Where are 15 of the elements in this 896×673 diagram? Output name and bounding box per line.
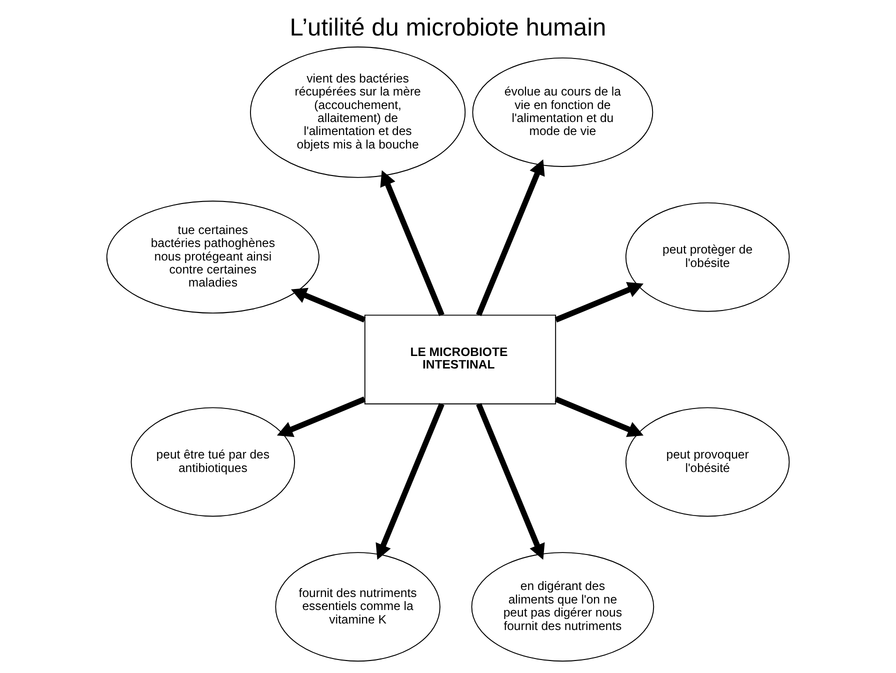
node-ellipse: en digérant des aliments que l'on ne peut pas digérer nous fournit des nutriments [471, 552, 654, 662]
arrow [380, 170, 444, 316]
arrow [554, 396, 644, 438]
arrow [276, 396, 366, 438]
node-ellipse: tue certaines bactéries pathoghènes nous protégeant ainsi contre certaines maladies [106, 200, 320, 314]
arrow [476, 402, 545, 560]
node-ellipse: évolue au cours de la vie en fonction de l'alimentation et du mode de vie [472, 57, 654, 167]
node-box: LE MICROBIOTE INTESTINAL [364, 314, 556, 404]
node-ellipse: fournit des nutriments essentiels comme la vitamine K [275, 552, 440, 662]
diagram-title: L’utilité du microbiote humain [290, 14, 606, 42]
arrow [376, 402, 444, 560]
arrow [554, 282, 644, 323]
node-ellipse: vient des bactéries récupérées sur la mère (accouchement, allaitement) de l'alimentation et des objets mis à la bouche [250, 46, 466, 178]
arrow [290, 288, 366, 323]
arrow [476, 159, 545, 316]
